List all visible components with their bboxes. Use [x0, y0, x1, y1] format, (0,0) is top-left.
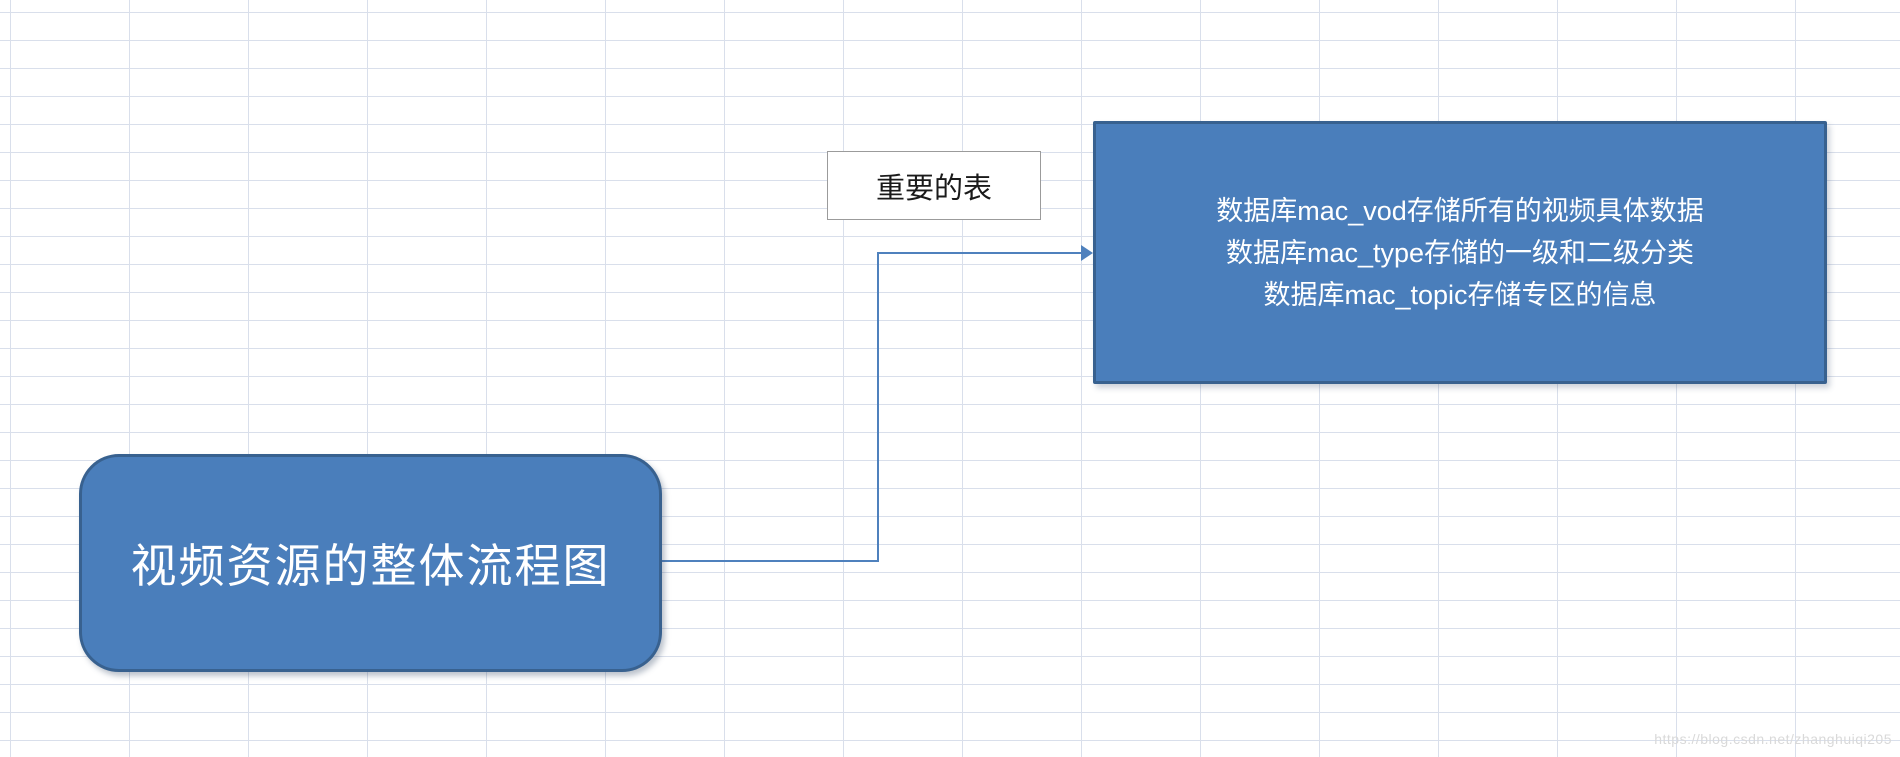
database-tables-node[interactable]: 数据库mac_vod存储所有的视频具体数据 数据库mac_type存储的一级和二…: [1093, 121, 1827, 384]
flow-title-label: 视频资源的整体流程图: [130, 541, 611, 592]
connector-label-box[interactable]: 重要的表: [827, 151, 1041, 220]
flow-title-node[interactable]: 视频资源的整体流程图: [79, 454, 662, 672]
db-line-mac-topic: 数据库mac_topic存储专区的信息: [1263, 279, 1657, 310]
db-line-mac-type: 数据库mac_type存储的一级和二级分类: [1225, 237, 1695, 268]
connector-label: 重要的表: [875, 172, 992, 205]
db-line-mac-vod: 数据库mac_vod存储所有的视频具体数据: [1216, 195, 1704, 226]
arrowhead-icon: [1081, 245, 1093, 261]
watermark: https://blog.csdn.net/zhanghuiqi205: [1654, 731, 1892, 747]
